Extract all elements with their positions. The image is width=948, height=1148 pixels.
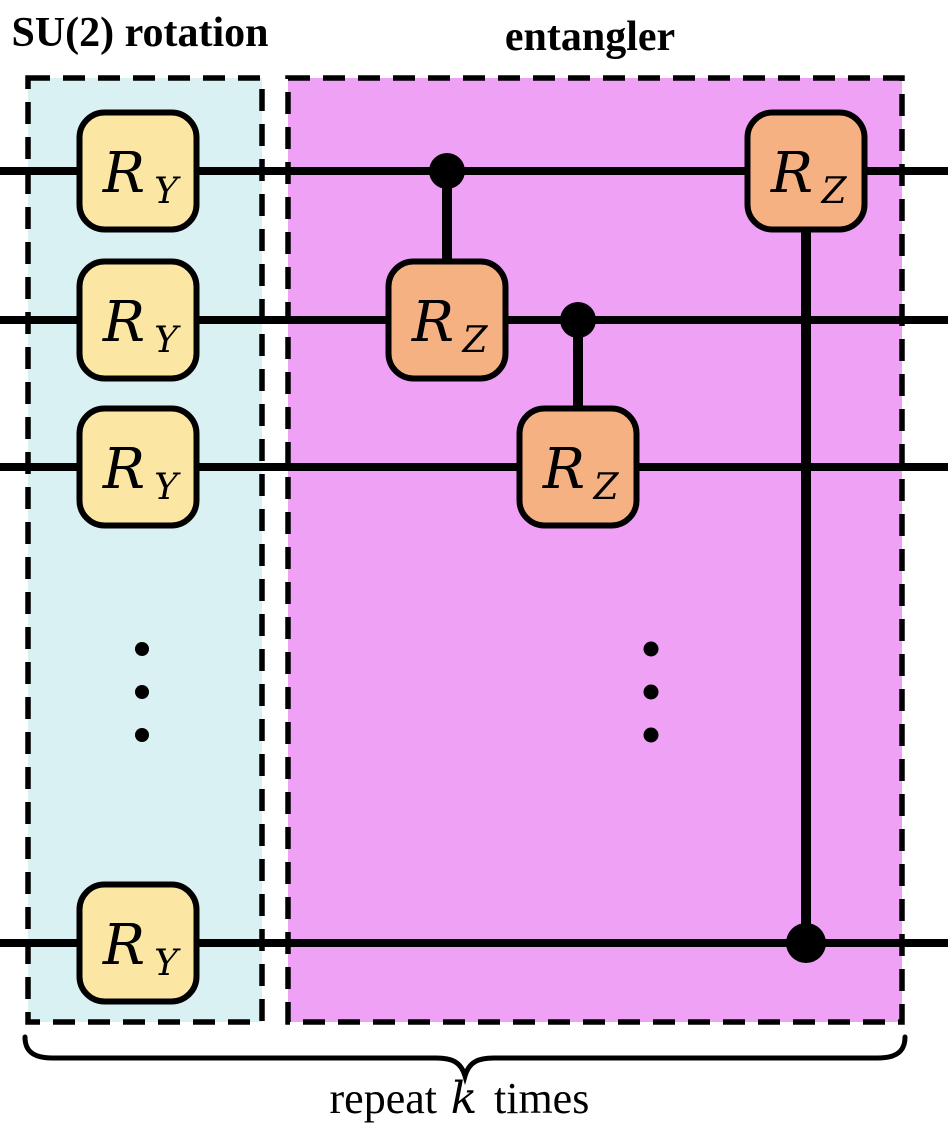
gate-subscript: Y	[154, 943, 181, 984]
gate-label: R	[102, 437, 145, 502]
gate-label: R	[770, 141, 813, 206]
su2-rotation-region	[25, 75, 265, 1025]
gate-label: R	[542, 437, 585, 502]
rz-gate-2: R Z	[516, 405, 640, 529]
title-su2-rotation: SU(2) rotation	[11, 10, 268, 56]
ry-gate-box	[76, 405, 200, 529]
gate-label: R	[102, 290, 145, 355]
repeat-brace	[22, 1034, 908, 1086]
title-entangler: entangler	[505, 14, 675, 60]
gate-subscript: Y	[154, 320, 181, 361]
entangler-region	[285, 75, 905, 1025]
gate-subscript: Z	[592, 467, 619, 508]
ellipsis-dot	[643, 641, 659, 657]
rz-gate-box	[385, 258, 509, 382]
ry-gate-3: R Y	[76, 405, 200, 529]
repeat-k-variable: k	[451, 1073, 478, 1124]
ellipsis-dot	[135, 728, 149, 742]
ry-gate-2: R Y	[76, 258, 200, 382]
ry-gate-4: R Y	[76, 881, 200, 1005]
ry-gate-1: R Y	[76, 109, 200, 233]
gate-label: R	[411, 290, 454, 355]
rz-gate-3: R Z	[744, 109, 868, 233]
ellipsis-dot	[643, 727, 659, 743]
ellipsis-dot	[135, 685, 149, 699]
gate-subscript: Z	[461, 320, 488, 361]
ry-gate-box	[76, 881, 200, 1005]
ellipsis-entangler-column	[643, 641, 659, 743]
ellipsis-dot	[643, 684, 659, 700]
ry-gate-box	[76, 258, 200, 382]
gate-subscript: Y	[154, 171, 181, 212]
ry-gate-box	[76, 109, 200, 233]
gate-subscript: Z	[820, 171, 847, 212]
gate-label: R	[102, 913, 145, 978]
control-dot-1	[429, 153, 465, 189]
repeat-suffix: times	[494, 1074, 589, 1123]
ellipsis-rotation-column	[135, 642, 149, 742]
gate-label: R	[102, 141, 145, 206]
rz-gate-1: R Z	[385, 258, 509, 382]
rz-gate-box	[744, 109, 868, 233]
gate-subscript: Y	[154, 467, 181, 508]
repeat-prefix: repeat	[330, 1074, 437, 1123]
rz-gate-box	[516, 405, 640, 529]
repeat-annotation: repeat k times	[330, 1073, 590, 1124]
ellipsis-dot	[135, 642, 149, 656]
control-dot-2	[560, 302, 596, 338]
control-dot-3	[786, 923, 826, 963]
